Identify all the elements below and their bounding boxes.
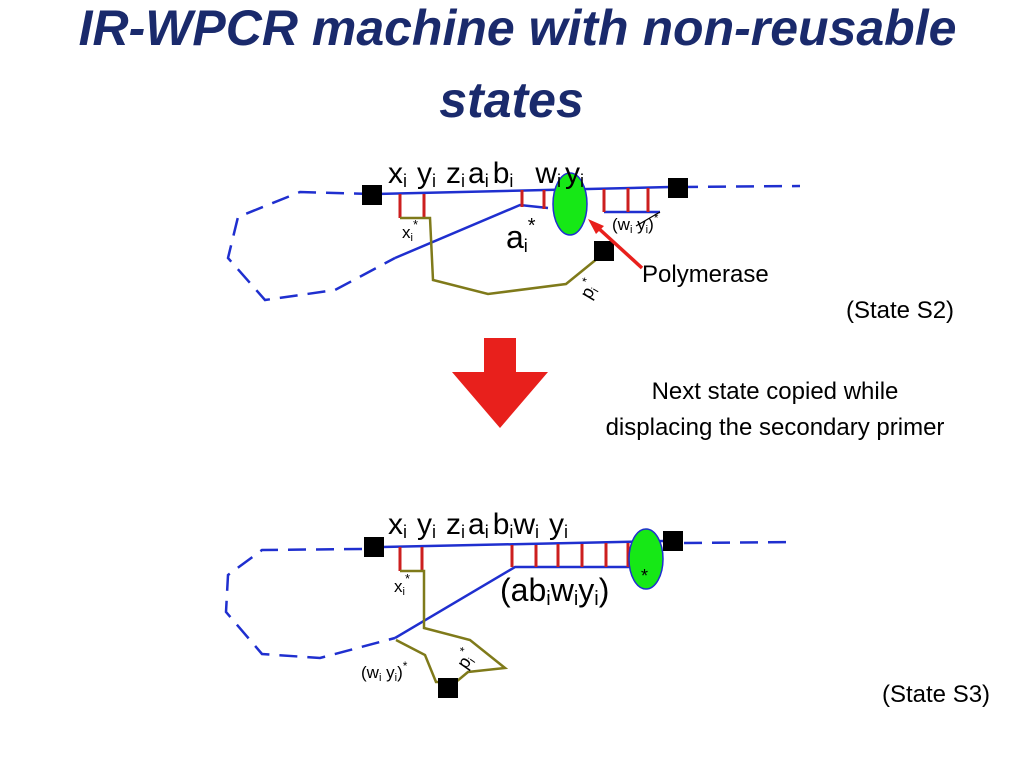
transition-line-2: displacing the secondary primer [605, 414, 945, 441]
state-s2-label: (State S2) [846, 297, 954, 324]
title-line-1: IR-WPCR machine with non-reusable [78, 0, 957, 56]
state-s3-label: (State S3) [882, 681, 990, 708]
s2-block-right [668, 178, 688, 198]
s3-product-label: (abiwiyi) [500, 572, 609, 610]
transition-line-1: Next state copied while [651, 378, 899, 405]
s2-wiyi-star-label: (wi yi)* [612, 211, 659, 236]
s3-block-right [663, 531, 683, 551]
s3-pi-star-label: pi* [450, 644, 481, 673]
title-line-2: states [439, 72, 584, 128]
s2-dashed-template [226, 190, 396, 302]
s2-xi-star-label: xi* [402, 217, 418, 244]
s3-polymerase [628, 528, 664, 590]
polymerase-label: Polymerase [642, 261, 769, 288]
s2-block-left [362, 185, 382, 205]
s2-dashed-right [679, 184, 801, 189]
s2-top-strand [377, 185, 671, 196]
s3-xi-star-label: xi* [394, 571, 410, 598]
s3-lower-strand [394, 565, 640, 640]
s3-dashed-template [224, 547, 396, 660]
s3-block-primer [438, 678, 458, 698]
s3-wiyi-star-label: (wi yi)* [361, 659, 408, 684]
s2-pointer-head [588, 219, 604, 234]
s2-lower-strand [394, 203, 549, 260]
s2-cut-mark [635, 211, 661, 227]
s3-primer-strand [395, 569, 509, 684]
transition-description: Next state copied while displacing the s… [540, 374, 1010, 446]
s2-polymerase [552, 172, 588, 236]
s2-block-primer [594, 241, 614, 261]
s3-star-label: * [641, 566, 648, 586]
s2-pi-star-label: pi* [573, 275, 604, 303]
down-arrow [452, 338, 548, 428]
s3-block-left [364, 537, 384, 557]
s2-primer-strand [400, 216, 599, 296]
s2-polymerase-pointer [594, 224, 644, 270]
s3-dashed-right [683, 540, 796, 545]
s2-ai-star-label: ai* [506, 215, 536, 256]
s3-top-strand [381, 539, 665, 549]
